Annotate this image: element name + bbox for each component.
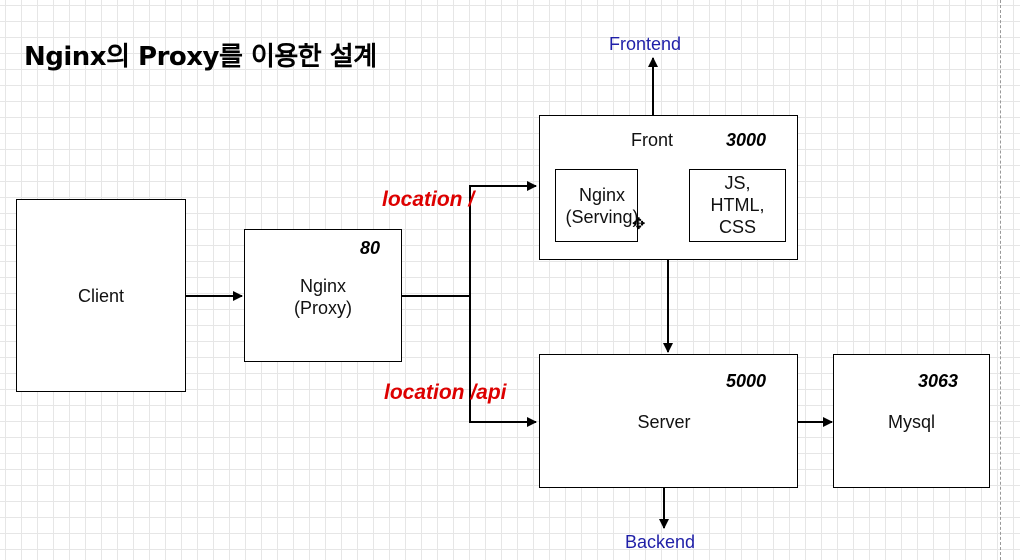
backend-destination: Backend: [625, 532, 696, 552]
route-label-api: location /api: [384, 381, 507, 404]
static-files-box[interactable]: [689, 169, 786, 242]
front-port: 3000: [726, 130, 767, 150]
route-label-root: location /: [382, 188, 475, 211]
proxy-port: 80: [360, 238, 381, 258]
server-label: Server: [637, 412, 691, 432]
proxy-label: Nginx (Proxy): [294, 276, 352, 318]
move-cursor-icon: ✥: [632, 216, 646, 233]
arrow-proxy-front: [402, 181, 537, 297]
page-title: Nginx의 Proxy를 이용한 설계: [24, 42, 377, 72]
mysql-label: Mysql: [887, 412, 935, 432]
mysql-port: 3063: [918, 371, 959, 391]
client-label: Client: [77, 286, 125, 306]
static-files-label: JS, HTML, CSS: [710, 173, 765, 237]
mysql-box[interactable]: [833, 354, 990, 488]
server-box[interactable]: [539, 354, 798, 488]
front-label: Front: [630, 130, 673, 150]
client-box[interactable]: [16, 199, 186, 392]
frontend-destination: Frontend: [609, 34, 682, 54]
proxy-box[interactable]: [244, 229, 402, 362]
serving-box[interactable]: [555, 169, 638, 242]
serving-label: Nginx (Serving): [565, 185, 639, 227]
arrow-proxy-server: [469, 296, 537, 427]
server-port: 5000: [726, 371, 767, 391]
page-boundary-line: [1000, 0, 1001, 560]
